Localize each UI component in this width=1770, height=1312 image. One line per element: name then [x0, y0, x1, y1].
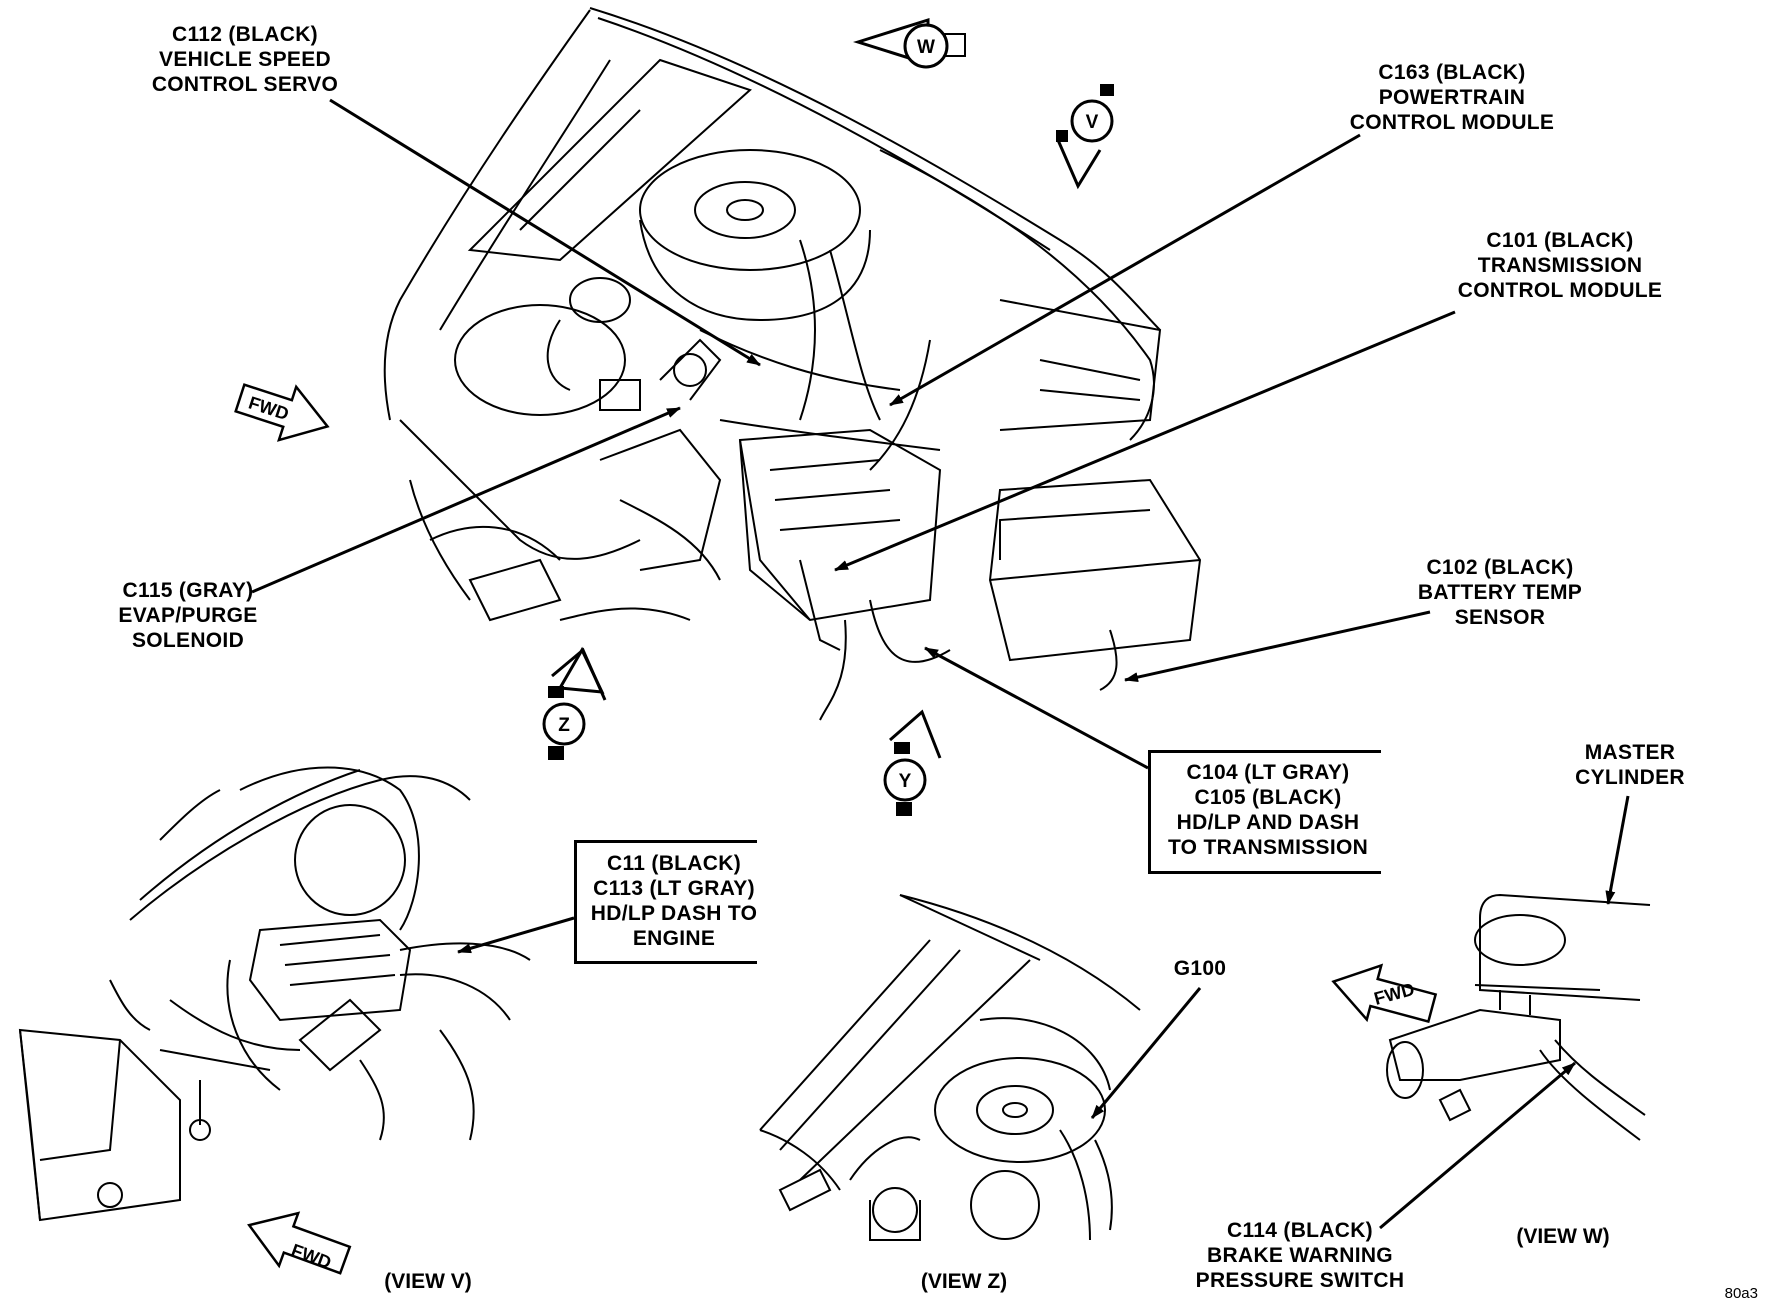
- view-marker-w: W: [852, 17, 966, 69]
- view-marker-y-label: Y: [899, 771, 912, 792]
- callout-c114: C114 (BLACK) BRAKE WARNING PRESSURE SWIT…: [1195, 1219, 1405, 1292]
- view-marker-w-label: W: [917, 37, 935, 58]
- callout-c104: C104 (LT GRAY) C105 (BLACK) HD/LP AND DA…: [1167, 761, 1369, 859]
- view-z-caption: (VIEW Z): [920, 1270, 1008, 1293]
- leader-c102: [1124, 610, 1431, 683]
- view-marker-z-label: Z: [558, 715, 570, 736]
- view-marker-z: Z: [542, 646, 607, 760]
- main-engine-bay-illustration: [383, 7, 1202, 721]
- callout-c102: C102 (BLACK) BATTERY TEMP SENSOR: [1417, 556, 1583, 629]
- figure-code: 80a3: [1724, 1285, 1758, 1302]
- leader-c101: [834, 310, 1456, 572]
- view-marker-v: V: [1056, 84, 1114, 190]
- callout-c112: C112 (BLACK) VEHICLE SPEED CONTROL SERVO: [151, 23, 339, 96]
- leader-c11: [457, 916, 575, 954]
- view-v-caption: (VIEW V): [384, 1270, 472, 1293]
- callout-c101: C101 (BLACK) TRANSMISSION CONTROL MODULE: [1457, 229, 1663, 302]
- leader-g100: [1090, 987, 1202, 1119]
- callout-c115: C115 (GRAY) EVAP/PURGE SOLENOID: [118, 579, 258, 652]
- fwd-arrow-view-v: [247, 1211, 352, 1275]
- leader-c163: [889, 133, 1361, 407]
- fwd-arrow-view-w: [1331, 963, 1438, 1024]
- callout-c163: C163 (BLACK) POWERTRAIN CONTROL MODULE: [1349, 61, 1555, 134]
- fwd-arrow-main: FWD: [234, 383, 330, 442]
- callout-c11: C11 (BLACK) C113 (LT GRAY) HD/LP DASH TO…: [590, 852, 758, 950]
- view-marker-y: Y: [883, 709, 942, 816]
- view-z-illustration: [759, 894, 1141, 1241]
- leader-lines: [251, 98, 1630, 1230]
- leader-c114: [1379, 1061, 1576, 1230]
- callout-g100: G100: [1173, 957, 1227, 980]
- leader-master: [1605, 795, 1630, 905]
- view-w-caption: (VIEW W): [1516, 1225, 1610, 1248]
- callout-box-c104: [1148, 750, 1381, 874]
- leader-c115: [251, 406, 681, 594]
- leader-c104: [924, 646, 1149, 770]
- view-w-illustration: [1386, 893, 1651, 1141]
- view-v-illustration: [18, 766, 531, 1222]
- callout-master-cylinder: MASTER CYLINDER: [1575, 741, 1685, 789]
- leader-c112: [329, 98, 761, 367]
- callout-box-c11: [574, 840, 757, 964]
- view-marker-v-label: V: [1086, 112, 1099, 133]
